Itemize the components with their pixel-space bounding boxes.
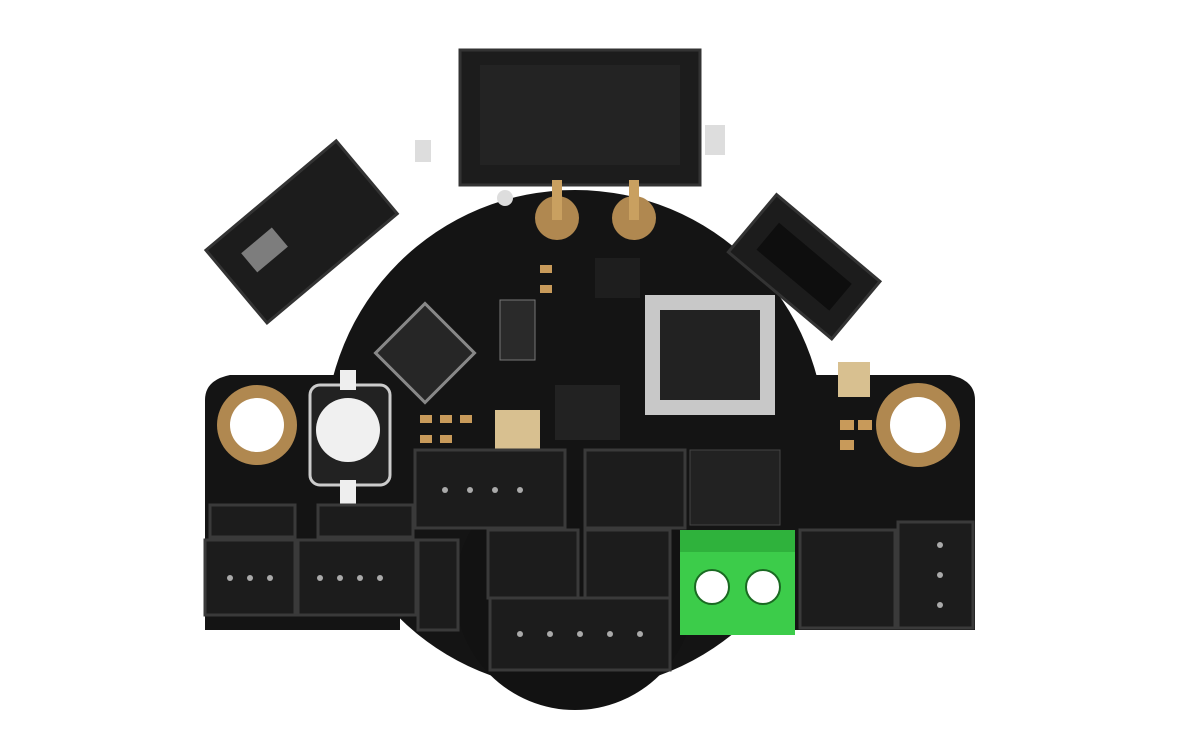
right-angled-connector — [726, 192, 883, 341]
brass-posts — [497, 180, 656, 240]
microcontroller-chip — [645, 295, 775, 415]
jst-connectors — [203, 448, 975, 672]
connector-pins — [227, 487, 943, 637]
capacitor — [308, 370, 392, 505]
smd-components — [415, 125, 872, 450]
mounting-hole-left — [217, 385, 297, 465]
left-angled-connector — [203, 138, 400, 326]
small-chips — [373, 258, 870, 526]
top-connector — [458, 48, 702, 187]
mounting-hole-right — [876, 383, 960, 467]
green-screw-terminal — [680, 530, 795, 635]
